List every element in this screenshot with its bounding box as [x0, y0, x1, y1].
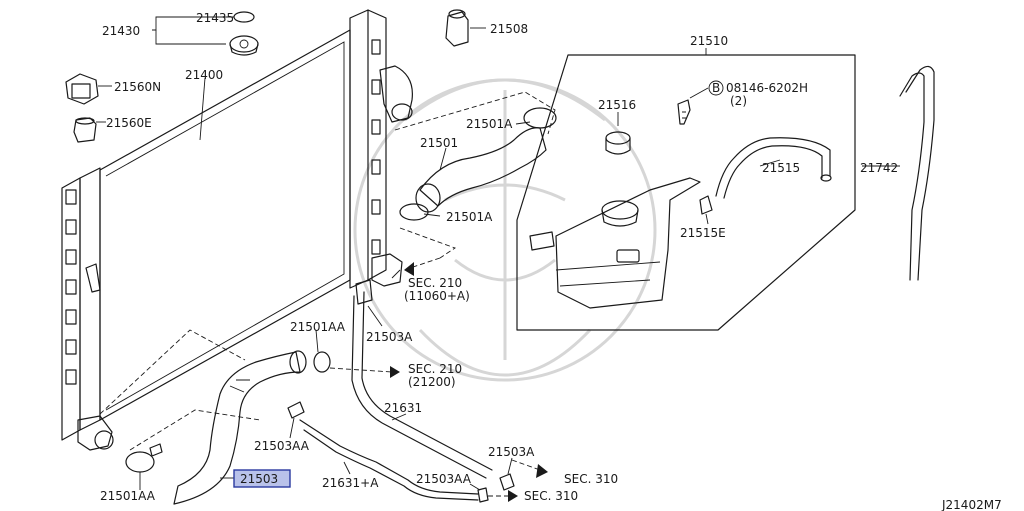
label-sec210-a: SEC. 210	[408, 276, 462, 290]
label-21516: 21516	[598, 98, 636, 112]
bolt	[677, 99, 691, 125]
label-21503a-bot: 21503A	[488, 445, 535, 459]
label-21501: 21501	[420, 136, 458, 150]
label-sec210-a-sub: (11060+A)	[404, 289, 470, 303]
bolt-symbol-letter: B	[712, 81, 720, 95]
label-21631: 21631	[384, 401, 422, 415]
radiator-cap	[229, 11, 259, 56]
label-bolt-qty: (2)	[730, 94, 747, 108]
highlight-21503[interactable]	[233, 469, 291, 488]
water-pipe	[351, 279, 493, 479]
overflow-hose	[699, 137, 832, 215]
radiator	[61, 9, 413, 451]
lower-hose	[99, 329, 307, 505]
label-sec210-b-sub: (21200)	[408, 375, 456, 389]
label-21501a-top: 21501A	[466, 117, 513, 131]
label-21430: 21430	[102, 24, 140, 38]
leader-lines	[96, 16, 900, 491]
grommet	[445, 9, 469, 47]
label-21503[interactable]: 21503	[240, 472, 278, 486]
label-21400: 21400	[185, 68, 223, 82]
label-21503a-top: 21503A	[366, 330, 413, 344]
label-bolt: 08146-6202H	[726, 81, 808, 95]
label-21503aa-mid: 21503AA	[254, 439, 310, 453]
label-21510: 21510	[690, 34, 728, 48]
arrows	[329, 257, 548, 502]
label-sec310-b: SEC. 310	[524, 489, 578, 503]
hose-clamp-lower	[125, 443, 163, 473]
label-21501a-mid: 21501A	[446, 210, 493, 224]
reservoir-pipe	[899, 65, 935, 281]
reservoir-cap	[605, 131, 631, 155]
label-sec210-b: SEC. 210	[408, 362, 462, 376]
label-21508: 21508	[490, 22, 528, 36]
label-21742: 21742	[860, 161, 898, 175]
label-21631a: 21631+A	[322, 476, 379, 490]
diagram-code: J21402M7	[941, 498, 1002, 511]
label-21501aa-bot: 21501AA	[100, 489, 156, 503]
label-21560n: 21560N	[114, 80, 161, 94]
upper-hose	[394, 91, 557, 259]
watermark-emblem	[353, 78, 657, 382]
label-21435: 21435	[196, 11, 234, 25]
bolt-symbol	[708, 80, 724, 96]
label-21501aa-top: 21501AA	[290, 320, 346, 334]
upper-mount	[65, 73, 99, 105]
water-pipe-2	[299, 419, 479, 501]
reservoir-tank	[529, 177, 701, 309]
callout-labels: 21435 21430 21508 21510 21560N 21400 081…	[100, 11, 1002, 511]
label-21515e: 21515E	[680, 226, 726, 240]
rubber-mount	[73, 117, 97, 143]
clip-21503AA	[287, 401, 305, 419]
small-clamp	[477, 473, 515, 503]
reservoir-box	[516, 54, 856, 331]
label-21560e: 21560E	[106, 116, 152, 130]
label-21515: 21515	[762, 161, 800, 175]
label-21503aa-bot: 21503AA	[416, 472, 472, 486]
hose-clamp-upper	[313, 351, 331, 373]
label-sec310-a: SEC. 310	[564, 472, 618, 486]
